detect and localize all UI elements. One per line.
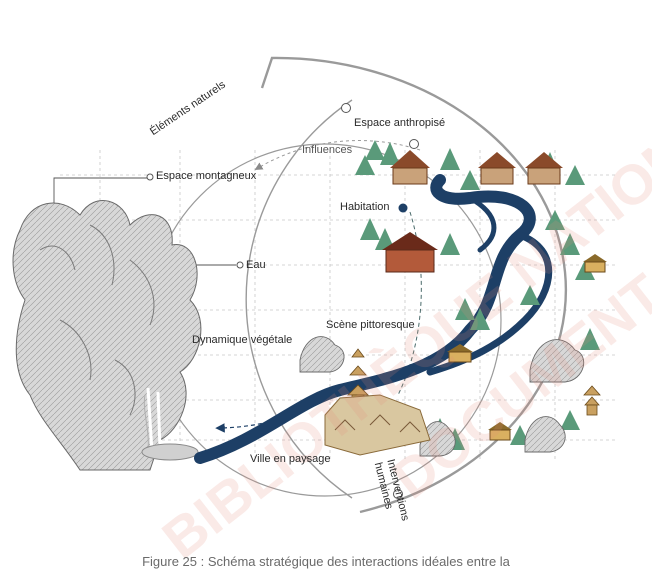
anthropized-space-arc [260,56,568,514]
label-espace-anthropise: Espace anthropisé [354,117,446,129]
label-ville-en-paysage: Ville en paysage [250,453,331,465]
label-eau: Eau [246,259,266,271]
tree-clusters [355,140,600,450]
label-scene-pittoresque: Scène pittoresque [326,319,415,331]
natural-elements-arc [245,99,353,499]
town-cluster [324,394,431,456]
mountain-painting [12,200,202,471]
label-habitation: Habitation [340,201,390,213]
ville-arrow [215,417,283,433]
influences-arc [254,140,421,171]
houses [382,150,607,441]
label-espace-montagneux: Espace montagneux [156,170,257,182]
label-influences: Influences [302,144,353,156]
figure-caption: Figure 25 : Schéma stratégique des inter… [142,554,510,569]
label-dynamique-vegetale: Dynamique végétale [192,334,293,346]
rock-formations [299,336,585,457]
habitation-node [398,203,408,213]
